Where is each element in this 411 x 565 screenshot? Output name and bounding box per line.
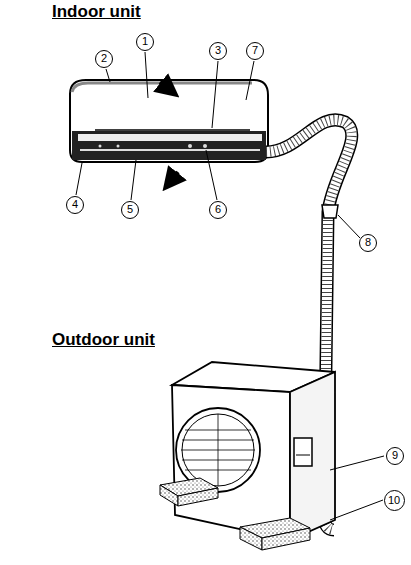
callout-number: 10 [384,490,405,511]
callout-number: 4 [66,196,84,214]
callout-number: 8 [359,234,377,252]
callout-number: 2 [95,50,113,68]
callout-number: 6 [209,201,227,219]
callout-number: 7 [246,42,264,60]
callout-number: 1 [136,33,154,51]
section-heading: Indoor unit [52,2,141,22]
section-heading: Outdoor unit [52,330,155,350]
callout-number: 9 [386,447,404,465]
callout-number: 3 [209,42,227,60]
callout-number: 5 [121,201,139,219]
